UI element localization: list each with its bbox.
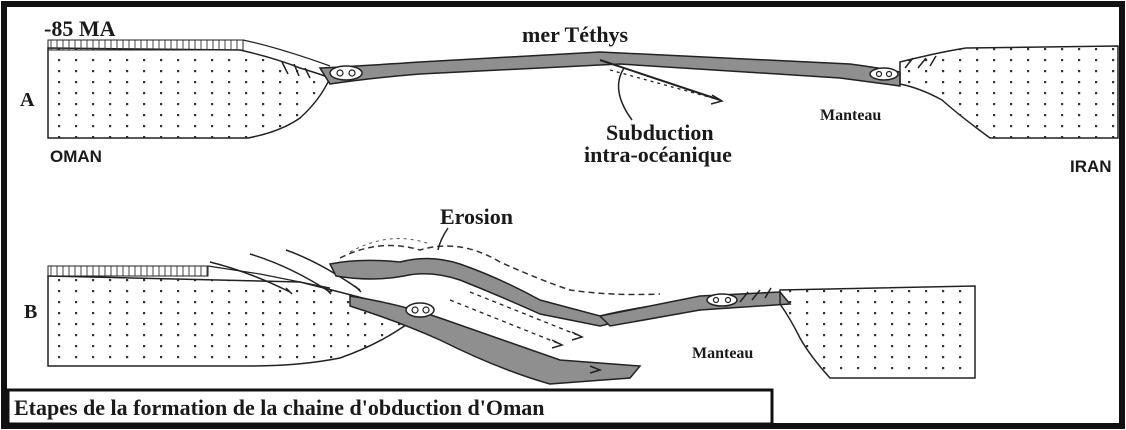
panel-a: -85 MA A mer Téthys Subduction intra-océ… xyxy=(20,16,1118,176)
oman-continent-b xyxy=(48,276,410,366)
oceanic-crust-b xyxy=(600,292,790,326)
iran-label: IRAN xyxy=(1070,157,1112,176)
ophiolite-blob-b-left xyxy=(406,303,434,317)
subduction-pointer-a xyxy=(619,68,632,120)
mantle-label-a: Manteau xyxy=(820,107,881,124)
oman-sediment-cover-b xyxy=(48,266,208,276)
panel-b: B Erosion Manteau xyxy=(24,204,975,384)
oman-sediment-cover-a xyxy=(48,40,243,50)
ophiolite-blob-a-right xyxy=(870,68,898,80)
panel-b-letter: B xyxy=(24,301,37,323)
erosion-label: Erosion xyxy=(440,204,513,229)
oman-continent-a xyxy=(48,48,330,138)
subduction-label-line2: intra-océanique xyxy=(584,142,732,167)
mantle-label-b: Manteau xyxy=(692,345,753,362)
caption-text: Etapes de la formation de la chaine d'ob… xyxy=(14,395,545,420)
iran-continent-b xyxy=(780,286,975,378)
tethys-label: mer Téthys xyxy=(522,22,629,47)
ophiolite-blob-b-right xyxy=(707,294,737,306)
time-label: -85 MA xyxy=(44,16,116,41)
panel-a-letter: A xyxy=(20,89,35,111)
oman-label: OMAN xyxy=(50,147,102,166)
tethys-oceanic-crust xyxy=(320,52,900,86)
iran-continent-a xyxy=(900,46,1118,138)
ophiolite-blob-a-left xyxy=(330,66,362,80)
